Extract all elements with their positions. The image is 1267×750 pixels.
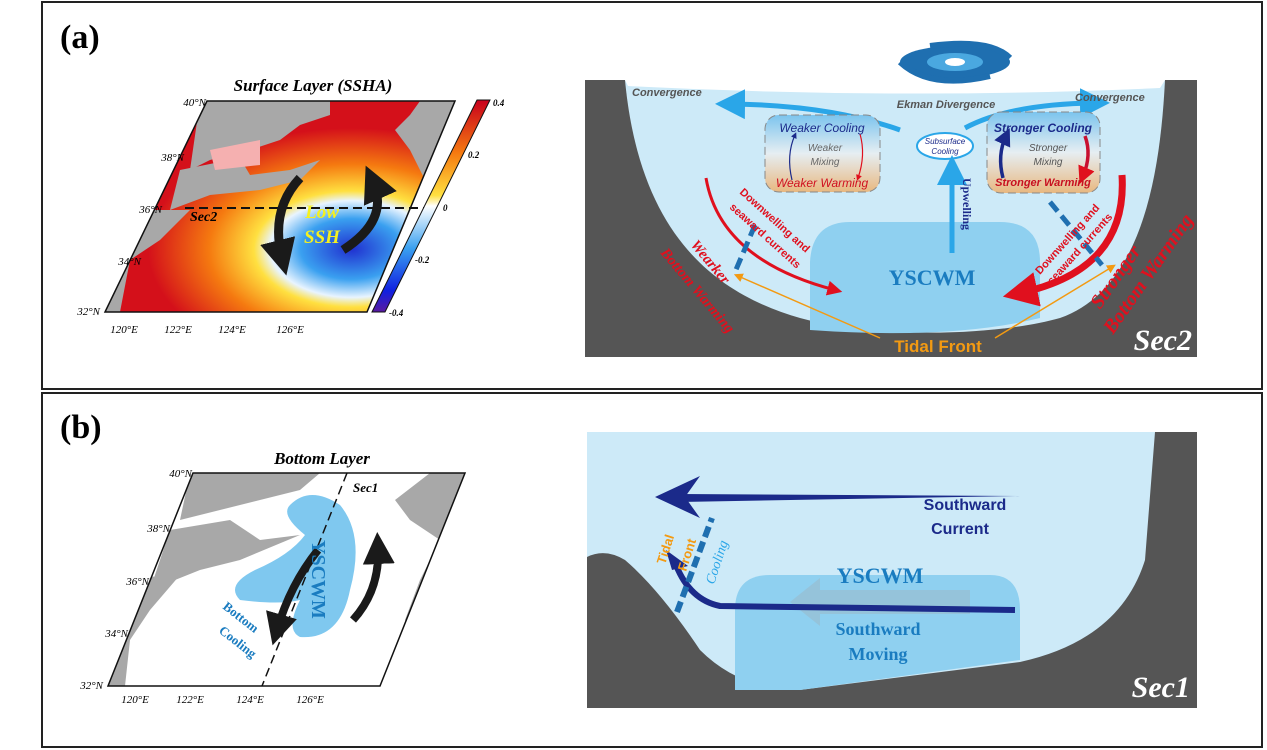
tidal-front-left [732, 224, 758, 273]
lon-tick: 126°E [276, 324, 304, 336]
northward-arrow [349, 532, 395, 623]
yscwm-label-b: YSCWM [837, 563, 924, 588]
bottom-layer-map: Bottom Layer Sec1 YSCWM Bottom Cooling 4… [79, 449, 467, 706]
sec1-map-label: Sec1 [353, 480, 378, 495]
ssha-colorbar [371, 99, 491, 313]
lon-tick: 120°E [110, 324, 138, 336]
yscwm-label-a: YSCWM [889, 265, 976, 290]
map-a-title: Surface Layer (SSHA) [234, 76, 393, 95]
lon-tick: 122°E [164, 324, 192, 336]
lat-tick: 36°N [125, 576, 149, 588]
cyclonic-arrow-right [340, 165, 397, 254]
tidal-front-right [1048, 200, 1104, 267]
colorbar-tick: 0.2 [468, 150, 480, 160]
yscwm-map-label: YSCWM [307, 540, 329, 619]
lat-tick: 32°N [76, 306, 100, 318]
map-b-title: Bottom Layer [273, 449, 370, 468]
southward-moving-2: Moving [848, 644, 907, 664]
lon-tick: 124°E [236, 694, 264, 706]
colorbar-tick: 0.4 [493, 98, 505, 108]
weaker-mixing-2: Mixing [811, 157, 840, 168]
lat-tick: 36°N [138, 204, 162, 216]
tidal-front-label: Tidal Front [894, 337, 982, 356]
lon-tick: 120°E [121, 694, 149, 706]
sec1-section-diagram: Southward Current YSCWM Southward Moving… [587, 432, 1197, 708]
southward-arrow [266, 547, 322, 646]
southward-moving-arrow [790, 578, 970, 626]
lat-tick: 32°N [79, 680, 103, 692]
lon-tick: 122°E [176, 694, 204, 706]
lat-tick: 40°N [183, 97, 206, 109]
ssh-label: SSH [304, 227, 341, 248]
lat-tick: 34°N [117, 256, 141, 268]
lon-tick: 124°E [218, 324, 246, 336]
land-shandong [170, 158, 320, 210]
sec1-line [261, 472, 348, 687]
ekman-arrow-right [963, 88, 1110, 131]
southward-moving-1: Southward [835, 619, 920, 639]
lat-tick: 38°N [160, 152, 184, 164]
lon-tick: 126°E [296, 694, 324, 706]
lat-tick: 38°N [146, 523, 170, 535]
convergence-left: Convergence [632, 87, 702, 99]
ekman-arrow-left [715, 89, 901, 133]
panel-a-frame [41, 1, 1263, 390]
southward-current-2: Current [931, 521, 989, 538]
colorbar-tick: -0.2 [415, 255, 430, 265]
ssha-map: Surface Layer (SSHA) Sec2 Low SSH 40°N 3… [76, 76, 505, 336]
downwelling-arrow-right [1002, 174, 1126, 307]
colorbar-tick: 0 [443, 203, 448, 213]
southward-current-1: Southward [924, 497, 1007, 514]
cyclonic-arrow-left [260, 174, 304, 276]
panel-b-label: (b) [60, 409, 102, 446]
yscwm-blob [235, 495, 356, 638]
ekman-divergence-label: Ekman Divergence [897, 99, 995, 111]
convergence-right: Convergence [1075, 92, 1145, 104]
tidal-front-dash [674, 516, 715, 614]
upwelling-label: Upwelling [960, 178, 974, 230]
typhoon-icon [897, 40, 1013, 84]
weaker-mixing-1: Weaker [808, 143, 843, 154]
sec2-section-diagram: Convergence Ekman Divergence Convergence… [585, 40, 1198, 357]
stronger-box [986, 111, 1101, 194]
low-label: Low [304, 202, 339, 223]
stronger-cooling: Stronger Cooling [994, 121, 1093, 135]
sec2-title: Sec2 [1134, 324, 1192, 357]
subsurface-label-2: Cooling [931, 147, 959, 156]
subsurface-label-1: Subsurface [925, 137, 966, 146]
stronger-mixing-2: Mixing [1034, 157, 1063, 168]
yscwm-mass [810, 222, 1040, 334]
stronger-mixing-1: Stronger [1029, 143, 1068, 154]
southward-current-arrowhead [655, 476, 700, 518]
weaker-cooling: Weaker Cooling [779, 121, 864, 135]
bottom-current-arrow [673, 563, 1016, 613]
colorbar-tick: -0.4 [389, 308, 404, 318]
seabed [587, 432, 1197, 708]
lat-tick: 40°N [169, 468, 192, 480]
sec2-map-label: Sec2 [190, 210, 217, 225]
weaker-warming: Weaker Warming [776, 176, 869, 190]
sec1-title: Sec1 [1132, 671, 1190, 704]
stronger-warming: Stronger Warming [995, 177, 1091, 189]
panel-b-frame [41, 392, 1263, 748]
panel-a-label: (a) [60, 19, 100, 56]
lat-tick: 34°N [104, 628, 128, 640]
